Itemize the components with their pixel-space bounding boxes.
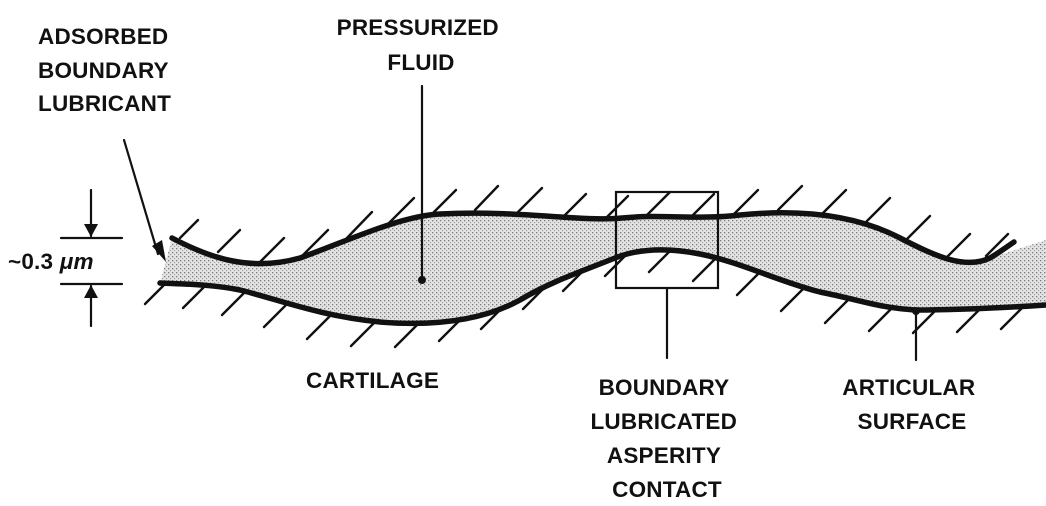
pressurized-fluid-label: PRESSURIZED FLUID [337,15,506,75]
articular-surface-label: ARTICULAR SURFACE [842,375,982,434]
adsorbed-boundary-lubricant-label: ADSORBED BOUNDARY LUBRICANT [38,24,175,116]
cartilage-label: CARTILAGE [306,368,439,393]
pressurized-fluid-dot [418,276,426,284]
thickness-label: ~0.3 μm [8,249,94,274]
asperity-contact-label: BOUNDARY LUBRICATED ASPERITY CONTACT [590,375,743,502]
articular-surface-dot [912,307,920,315]
adsorbed-leader-line [124,140,158,254]
